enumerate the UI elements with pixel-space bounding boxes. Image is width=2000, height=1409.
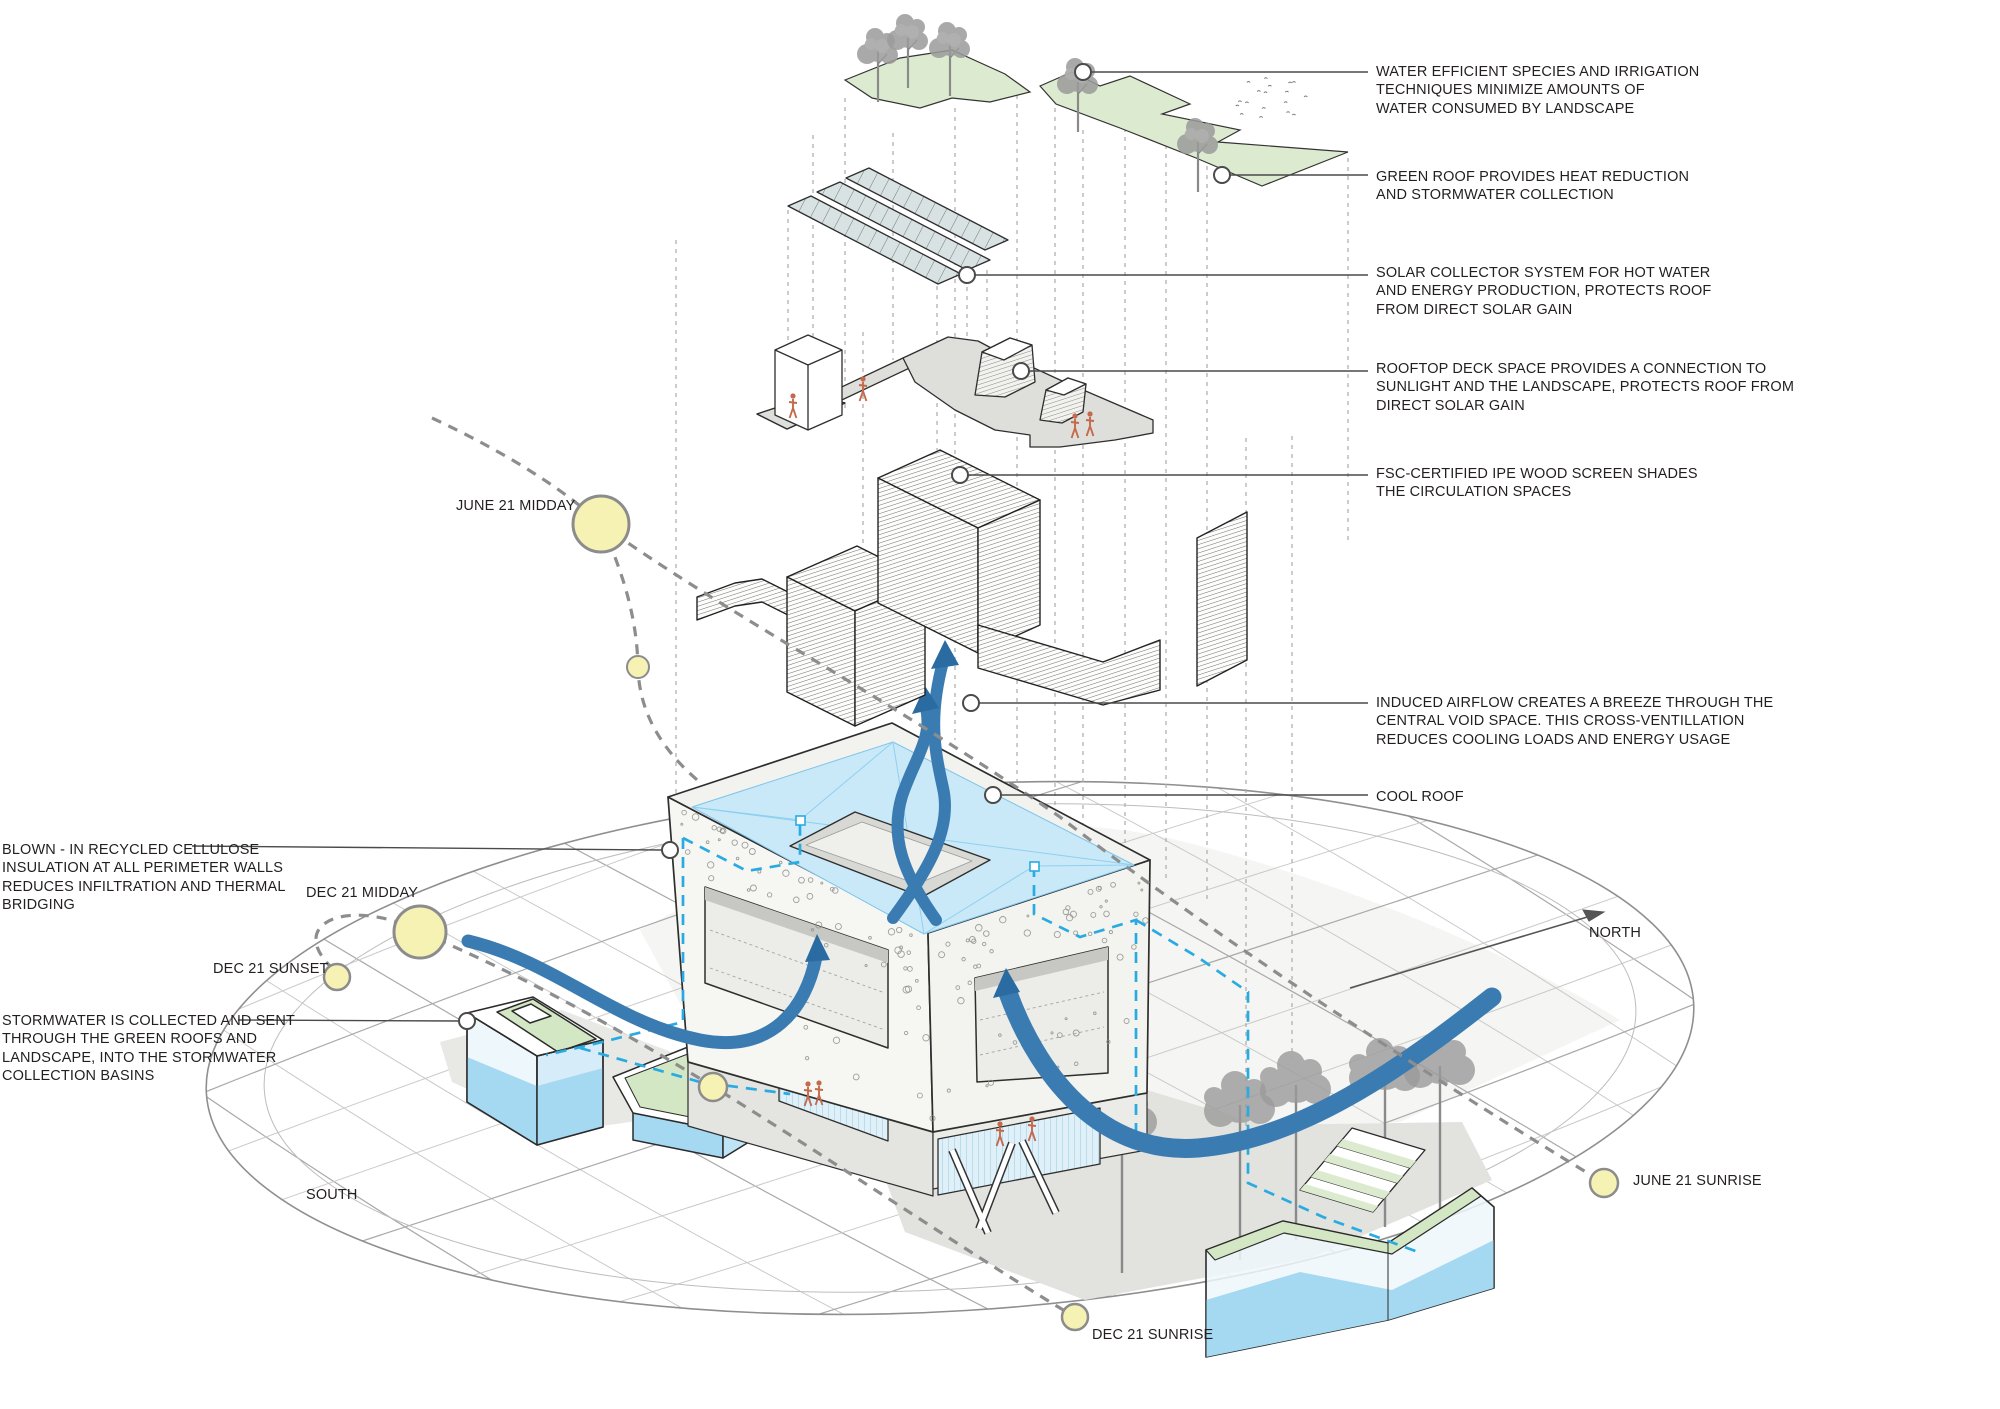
airflow-left-band	[461, 934, 823, 1049]
airflow-arrowheads	[805, 640, 1020, 998]
callout-rooftop-deck: ROOFTOP DECK SPACE PROVIDES A CONNECTION…	[1376, 361, 1795, 414]
landscape-layer	[843, 12, 1349, 194]
airflow-void-swirl-2	[891, 702, 942, 926]
ipe-wood-screens	[696, 449, 1248, 727]
sun-june-midday	[571, 494, 631, 554]
solar-panel-array	[787, 167, 1009, 285]
callout-leader-lines	[191, 71, 1368, 1022]
callout-green-roof: GREEN ROOF PROVIDES HEAT REDUCTION AND S…	[1376, 169, 1690, 204]
airflow-void-swirl-1	[887, 656, 952, 924]
sun-june-sunrise	[1588, 1167, 1620, 1199]
callout-dots	[458, 63, 1231, 1030]
sun-june-mid	[626, 655, 650, 679]
deck-skylight-wedge-2	[1039, 377, 1087, 424]
facade-perforations	[680, 809, 1149, 1122]
label-dec-sunset: DEC 21 SUNSET	[213, 961, 329, 977]
building	[667, 722, 1151, 1235]
bird-flock	[1235, 77, 1308, 118]
sun-path-june-descent	[599, 523, 704, 786]
stormwater-basin-right	[1205, 1187, 1495, 1358]
window-southwest	[704, 886, 889, 1049]
callout-solar-collector: SOLAR COLLECTOR SYSTEM FOR HOT WATER AND…	[1376, 265, 1712, 318]
suns	[322, 494, 1620, 1332]
pilotis-struts	[948, 1139, 1060, 1235]
sun-dec-midday	[392, 904, 448, 960]
label-june-sunrise: JUNE 21 SUNRISE	[1633, 1173, 1762, 1189]
callout-induced-airflow: INDUCED AIRFLOW CREATES A BREEZE THROUGH…	[1376, 695, 1774, 748]
deck-skylight-wedge-1	[974, 337, 1036, 398]
sun-dec-sunset	[322, 962, 352, 992]
ground-floor-glazing-right	[937, 1107, 1101, 1196]
label-dec-midday: DEC 21 MIDDAY	[306, 885, 419, 901]
stormwater-basin-left	[466, 996, 604, 1146]
label-north: NORTH	[1589, 925, 1642, 941]
roof-drain-nodes	[795, 815, 1040, 872]
amphitheater-steps	[1299, 1127, 1426, 1213]
callout-wood-screen: FSC-CERTIFIED IPE WOOD SCREEN SHADES THE…	[1376, 466, 1698, 501]
callout-water-efficient: WATER EFFICIENT SPECIES AND IRRIGATION T…	[1376, 64, 1700, 117]
green-roof-patch-left	[843, 49, 1032, 109]
label-dec-sunrise: DEC 21 SUNRISE	[1092, 1327, 1214, 1343]
label-south: SOUTH	[306, 1187, 358, 1203]
sun-dec-sunrise	[1060, 1302, 1090, 1332]
airflow-arrows	[461, 656, 1502, 1158]
sun-path-dec	[419, 930, 1076, 1319]
north-arrow	[1349, 909, 1606, 989]
callout-cool-roof: COOL ROOF	[1376, 789, 1464, 805]
sun-path-june	[431, 416, 1605, 1185]
sun-on-basin	[697, 1071, 729, 1103]
label-june-midday: JUNE 21 MIDDAY	[456, 498, 576, 514]
airflow-right-band	[998, 983, 1502, 1158]
callout-insulation: BLOWN - IN RECYCLED CELLULOSE INSULATION…	[2, 842, 286, 913]
rooftop-deck	[756, 334, 1154, 448]
callout-stormwater: STORMWATER IS COLLECTED AND SENT THROUGH…	[2, 1013, 295, 1084]
deck-stair-box	[774, 334, 843, 431]
